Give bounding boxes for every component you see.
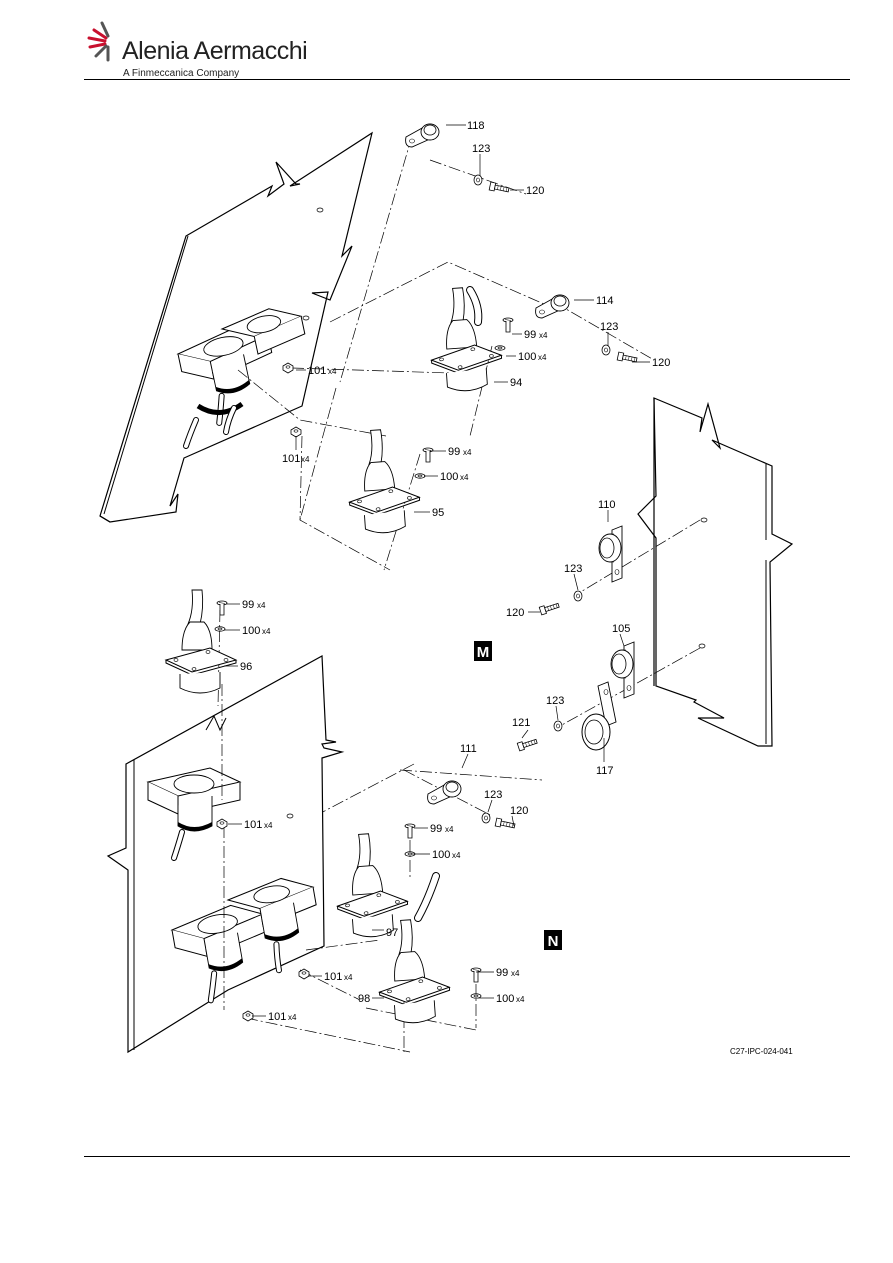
svg-text:M: M [477,644,490,661]
callout-123: 123 [484,789,502,801]
svg-text:N: N [548,933,559,950]
callout-101: 101 [324,971,342,983]
svg-text:x4: x4 [262,627,271,636]
svg-text:x4: x4 [301,455,310,464]
callout-101: 101 [282,453,300,465]
callout-123: 123 [600,321,618,333]
svg-text:x4: x4 [463,448,472,457]
callout-99: 99 [448,446,460,458]
panel-lower-left [106,655,345,1054]
callout-114: 114 [596,295,614,307]
callout-97: 97 [386,927,398,939]
svg-text:x4: x4 [539,331,548,340]
callout-123: 123 [472,143,490,155]
callout-95: 95 [432,507,444,519]
svg-text:x4: x4 [452,851,461,860]
centre-lines-right [295,519,701,827]
callout-120: 120 [506,607,524,619]
svg-text:x4: x4 [516,995,525,1004]
svg-text:x4: x4 [445,825,454,834]
svg-text:x4: x4 [288,1013,297,1022]
svg-text:x4: x4 [511,969,520,978]
callout-99: 99 [430,823,442,835]
footer-rule [84,1156,850,1157]
callout-98: 98 [358,993,370,1005]
callout-99: 99 [496,967,508,979]
callout-118: 118 [467,120,485,132]
leader-lines [224,124,650,1017]
page-header: Alenia Aermacchi A Finmeccanica Company [84,18,850,80]
callout-123: 123 [564,563,582,575]
callout-120: 120 [652,357,670,369]
callout-96: 96 [240,661,252,673]
brand-name: Alenia Aermacchi [122,37,308,65]
svg-text:x4: x4 [460,473,469,482]
callout-94: 94 [510,377,522,389]
svg-text:x4: x4 [257,601,266,610]
callout-100: 100 [496,993,514,1005]
view-label-m: M [474,641,492,661]
callout-105: 105 [612,623,630,635]
brand-tagline: A Finmeccanica Company [123,68,240,79]
callout-120: 120 [510,805,528,817]
svg-text:x4: x4 [264,821,273,830]
callout-111: 111 [460,743,477,755]
callout-123: 123 [546,695,564,707]
callout-110: 110 [598,499,616,511]
callout-99: 99 [524,329,536,341]
svg-text:x4: x4 [344,973,353,982]
callout-100: 100 [242,625,260,637]
figure-id: C27-IPC-024-041 [730,1047,793,1056]
view-label-n: N [544,930,562,950]
callout-117: 117 [596,765,614,777]
callout-101: 101 [268,1011,286,1023]
callout-101: 101 [244,819,262,831]
header-rule [84,79,850,80]
callout-100: 100 [518,351,536,363]
svg-text:x4: x4 [538,353,547,362]
callout-100: 100 [432,849,450,861]
svg-text:x4: x4 [328,367,337,376]
centre-lines-upper [237,135,655,571]
callouts: 118 123 120 114 99 x4 123 100 x4 120 101… [240,120,670,1023]
callout-99: 99 [242,599,254,611]
callout-121: 121 [512,717,530,729]
callout-100: 100 [440,471,458,483]
panel-right [637,397,794,747]
callout-101: 101 [308,365,326,377]
alenia-logo-icon [87,21,110,62]
callout-120: 120 [526,185,544,197]
panel-upper-left [99,131,373,523]
